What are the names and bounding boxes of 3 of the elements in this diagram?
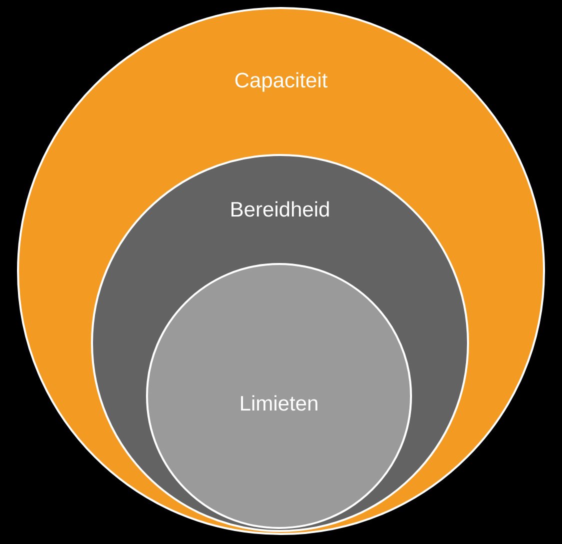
circle-label: Limieten [241, 395, 318, 411]
circle-label: Bereidheid [232, 201, 329, 217]
circle-label: Capaciteit [235, 72, 328, 92]
